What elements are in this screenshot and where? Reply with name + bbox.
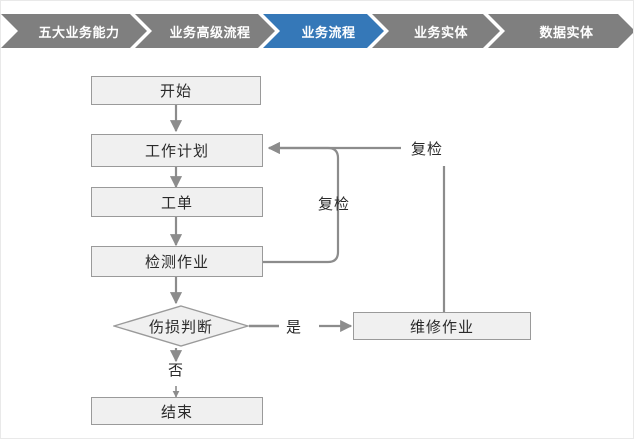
breadcrumb-item-1[interactable]: 五大业务能力 [1, 14, 147, 48]
breadcrumb-item-4[interactable]: 业务实体 [372, 14, 500, 48]
node-damage-decision[interactable]: 伤损判断 [113, 305, 249, 347]
breadcrumb-item-5[interactable]: 数据实体 [488, 14, 634, 48]
edge-label-yes: 是 [286, 318, 303, 336]
breadcrumb-item-4-label: 业务实体 [413, 25, 468, 41]
breadcrumb-item-3[interactable]: 业务流程 [263, 14, 384, 48]
breadcrumb-item-2-label: 业务高级流程 [169, 25, 251, 41]
node-repair[interactable]: 维修作业 [353, 312, 531, 340]
diamond-shape [113, 305, 249, 347]
node-start[interactable]: 开始 [91, 76, 261, 105]
node-inspection[interactable]: 检测作业 [91, 246, 263, 277]
edge-label-recheck-outer: 复检 [411, 140, 444, 158]
node-inspection-label: 检测作业 [144, 253, 209, 271]
breadcrumb-item-1-label: 五大业务能力 [38, 25, 120, 41]
breadcrumb-item-3-label: 业务流程 [301, 25, 356, 41]
node-end[interactable]: 结束 [91, 397, 263, 425]
node-work-order-label: 工单 [160, 193, 193, 212]
node-work-order[interactable]: 工单 [91, 187, 263, 217]
node-repair-label: 维修作业 [409, 317, 474, 336]
node-end-label: 结束 [160, 402, 193, 421]
breadcrumb-item-2[interactable]: 业务高级流程 [135, 14, 275, 48]
node-work-plan-label: 工作计划 [144, 142, 209, 160]
edge-label-recheck-inner: 复检 [318, 195, 351, 213]
node-start-label: 开始 [159, 82, 192, 100]
node-damage-decision-label: 伤损判断 [148, 317, 213, 336]
edge-label-no: 否 [168, 361, 185, 379]
breadcrumb: 五大业务能力 业务高级流程 业务流程 业务实体 数据实体 [1, 14, 634, 48]
node-work-plan[interactable]: 工作计划 [91, 134, 263, 167]
breadcrumb-item-5-label: 数据实体 [539, 25, 594, 41]
